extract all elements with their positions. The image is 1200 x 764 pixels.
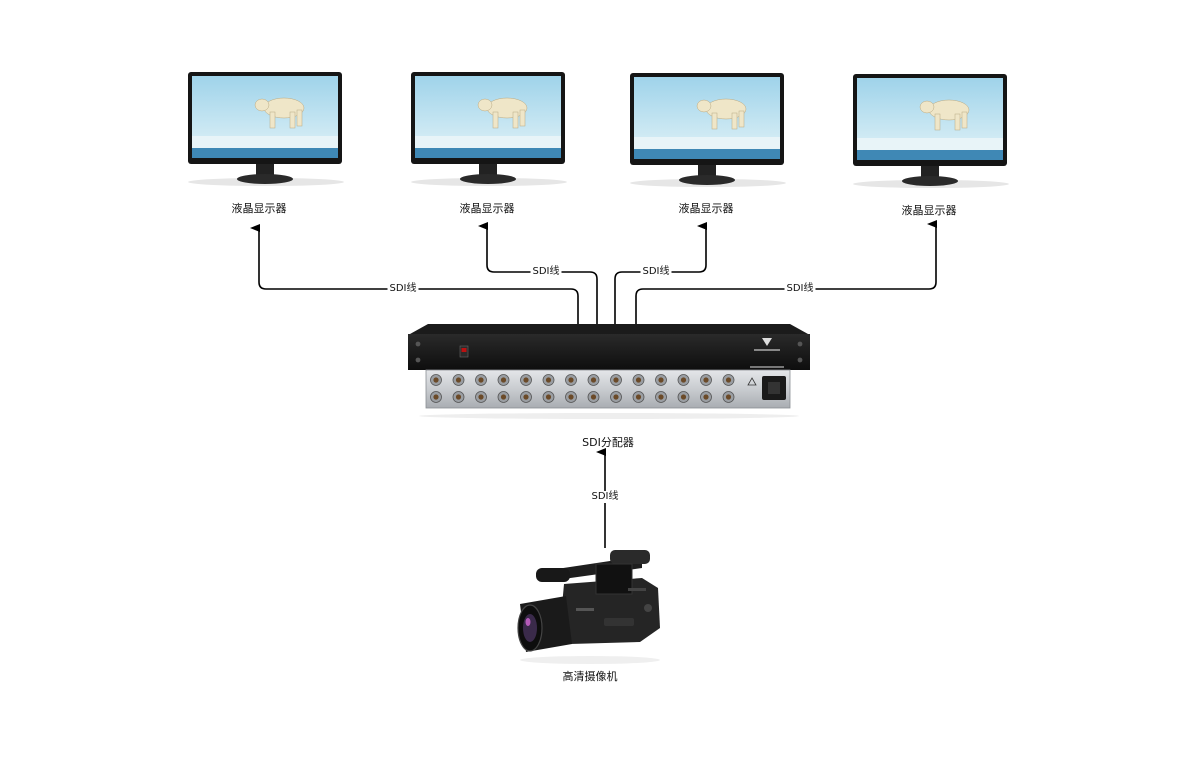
monitor-4 <box>851 72 1011 194</box>
bnc-connector-pin <box>725 394 732 400</box>
bnc-connector-pin <box>455 377 462 383</box>
bnc-connector-pin <box>523 394 529 400</box>
bnc-connector-pin <box>568 377 574 383</box>
bnc-connector-pin <box>658 377 664 383</box>
monitor-1-label: 液晶显示器 <box>231 202 287 215</box>
bnc-connector-pin <box>635 394 642 400</box>
hd-camcorder <box>510 548 670 666</box>
bnc-connector-pin <box>590 377 597 383</box>
bnc-connector-pin <box>478 377 484 383</box>
bnc-connector-pin <box>680 394 687 400</box>
monitor-2 <box>409 70 569 192</box>
cable-outer-left <box>250 224 579 324</box>
bnc-connector-pin <box>613 377 619 383</box>
bnc-connector-pin <box>478 394 484 400</box>
monitor-1 <box>186 70 346 192</box>
bnc-connector-pin <box>703 394 709 400</box>
bnc-connector-pin <box>590 394 597 400</box>
cable-inner-left-label: SDI线 <box>530 266 562 278</box>
monitor-3 <box>628 71 788 193</box>
bnc-connector-pin <box>545 394 552 400</box>
bnc-connector-pin <box>455 394 462 400</box>
bnc-connector-pin <box>500 377 507 383</box>
bnc-connector-pin <box>680 377 687 383</box>
bnc-connector-pin <box>613 394 619 400</box>
bnc-connector-pin <box>523 377 529 383</box>
monitor-4-label: 液晶显示器 <box>901 204 957 217</box>
sdi-splitter-device <box>406 322 812 420</box>
bnc-connector-pin <box>433 377 439 383</box>
sdi-splitter-label: SDI分配器 <box>582 436 634 449</box>
cable-input-label: SDI线 <box>589 491 621 503</box>
bnc-connector-pin <box>658 394 664 400</box>
bnc-connector-pin <box>703 377 709 383</box>
hd-camera-label: 高清摄像机 <box>562 670 618 683</box>
bnc-connector-pin <box>725 377 732 383</box>
monitor-3-label: 液晶显示器 <box>678 202 734 215</box>
bnc-connector-pin <box>568 394 574 400</box>
cable-outer-right <box>635 220 937 324</box>
bnc-connector-pin <box>433 394 439 400</box>
bnc-connector-pin <box>545 377 552 383</box>
bnc-connector-pin <box>500 394 507 400</box>
cable-outer-right-label: SDI线 <box>784 283 816 295</box>
bnc-connector-pin <box>635 377 642 383</box>
monitor-2-label: 液晶显示器 <box>459 202 515 215</box>
cable-outer-left-label: SDI线 <box>387 283 419 295</box>
cable-inner-right-label: SDI线 <box>640 266 672 278</box>
